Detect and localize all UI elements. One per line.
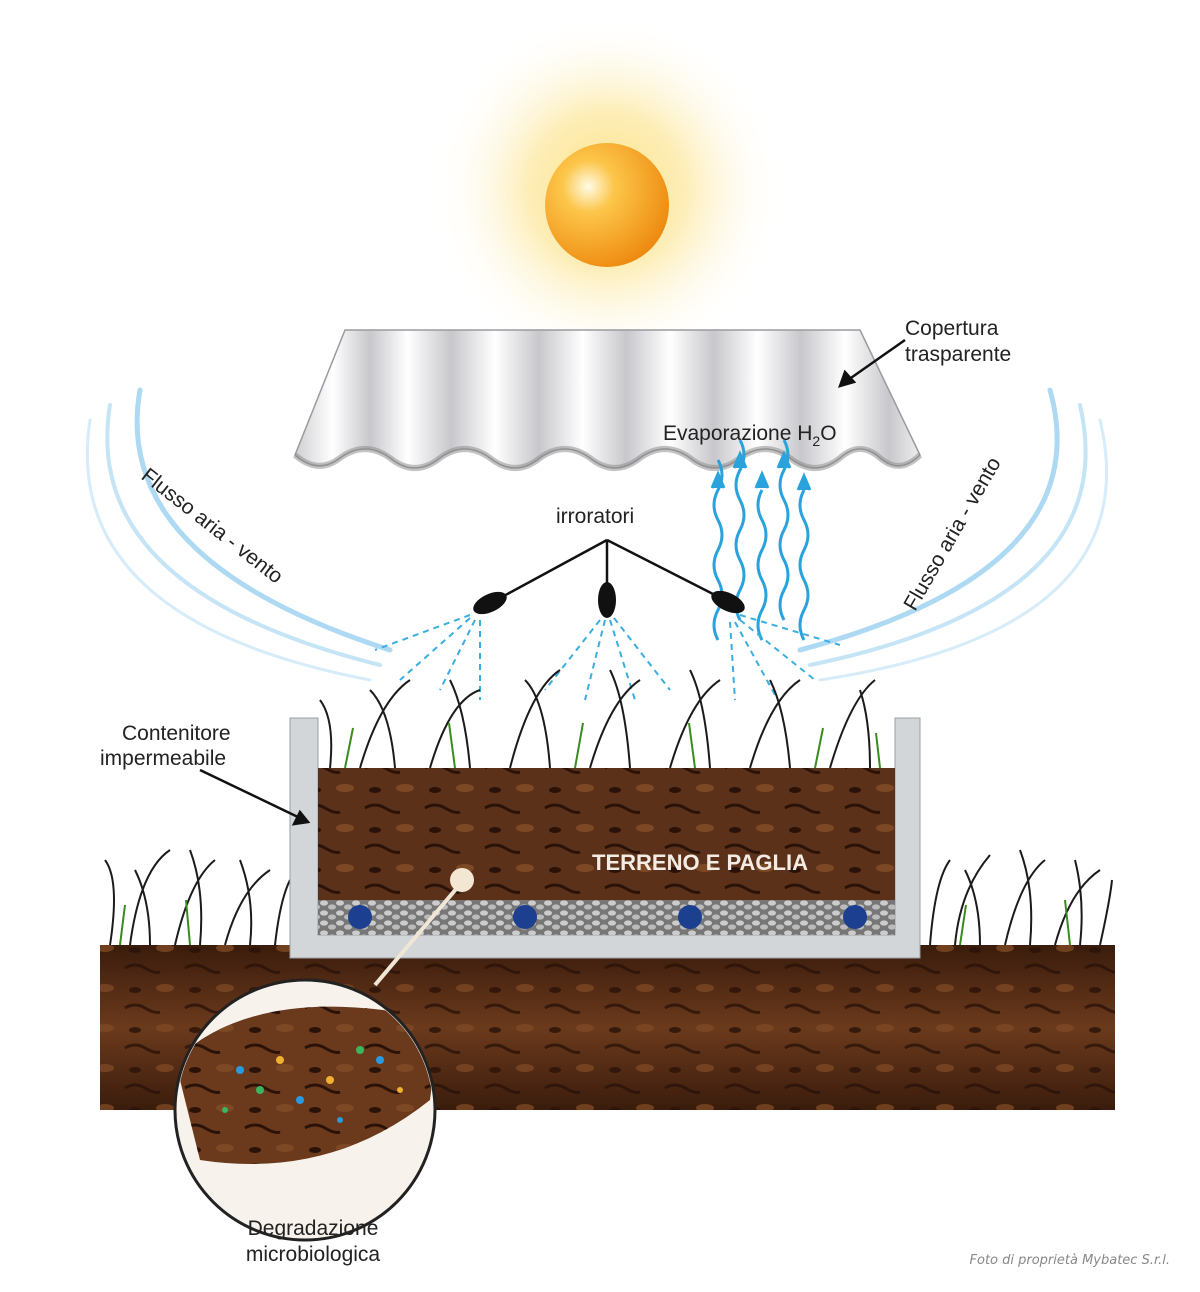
pointer-arrows: [199, 338, 906, 826]
degradation-label-line1: Degradazione: [248, 1217, 379, 1240]
drain-pipes: [348, 905, 867, 929]
sun-ball-icon: [545, 143, 669, 267]
cover-label-line1: Copertura: [905, 317, 999, 340]
soil-label: TERRENO E PAGLIA: [592, 850, 808, 875]
air-flow-left: [85, 387, 393, 682]
microbial-magnifier: [173, 868, 474, 1242]
container-label-line1: Contenitore: [122, 722, 231, 745]
container: [289, 717, 921, 959]
degradation-label-line2: microbiologica: [246, 1243, 381, 1266]
air-flow-right: [797, 387, 1109, 682]
sprinkler-right-icon: [711, 590, 745, 614]
container-label-line2: impermeabile: [100, 747, 226, 770]
sun: [432, 15, 782, 365]
cover-label-line2: trasparente: [905, 343, 1011, 366]
outside-grass: [104, 849, 1113, 946]
evaporation-arrows: [710, 439, 812, 641]
container-grass: [319, 669, 881, 769]
water-spray: [374, 614, 841, 701]
sprinkler-left-icon: [473, 591, 507, 615]
sprinklers: [374, 538, 841, 701]
air-flow-left-label: Flusso aria - vento: [137, 464, 287, 588]
evaporation-label: Evaporazione H2O: [663, 422, 837, 449]
sprinkler-center-icon: [598, 582, 616, 618]
photo-credit: Foto di proprietà Mybatec S.r.l.: [970, 1253, 1170, 1268]
magnifier-point: [450, 868, 474, 892]
gravel-layer: [318, 900, 895, 935]
transparent-cover: [293, 329, 923, 471]
sprinklers-label: irroratori: [556, 505, 634, 528]
